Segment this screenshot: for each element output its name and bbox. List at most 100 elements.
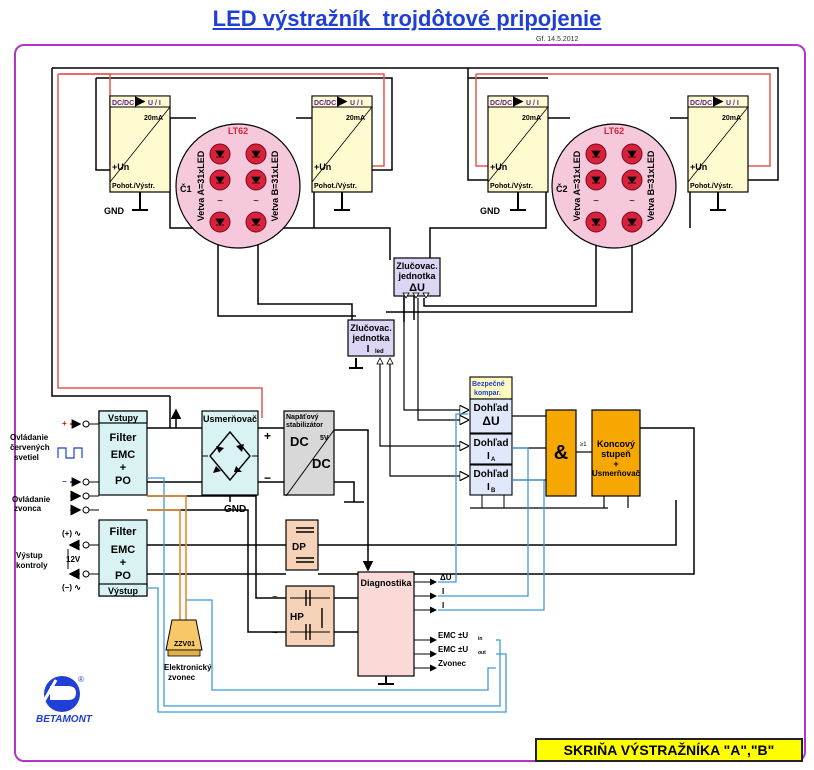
diag-emc1-sub: in [478,636,482,642]
dcdc-plus: +Un [490,162,507,172]
logo-text: BETAMONT [36,714,93,725]
lamp-branch-a: Vetva A=31xLED [196,150,206,221]
and-gate: & ≥1 [545,409,592,497]
lamp-id: Č2 [556,183,568,194]
led-gap: ~ [253,196,259,207]
lamp-id: Č1 [180,183,192,194]
input-terminals: + − [57,419,99,580]
page-title: LED výstražník trojdôtové pripojenie [212,6,602,31]
and-symbol: & [554,442,568,464]
input-block-plus: + [120,462,126,474]
merger-u-line2: jednotka [397,271,436,281]
label-12v: 12V [66,555,81,564]
diag-bell: Zvonec [438,659,467,668]
comp-ia-symbol: I [487,451,490,462]
final-stage-4: Usmerňovač [592,469,641,478]
dp-filter: DP [285,519,319,571]
comp-ib-sub: B [491,488,496,494]
bell-label-2: zvonec [168,673,196,682]
input-block-filter: Filter [110,432,138,444]
led-gap: ~ [217,196,223,207]
dcdc-out: U / I [526,100,539,107]
rectifier-plus: + [264,429,271,443]
supply-label-1: Napäťový [286,414,319,421]
label-out-ctrl-1: Výstup [16,551,43,560]
hp-label: HP [290,612,304,623]
led-gap: ~ [593,196,599,207]
input-block-po: PO [115,475,131,487]
label-ctrl-bell-1: Ovládanie [12,495,51,504]
comp-u-symbol: ΔU [482,414,499,428]
drawing-date: Gf. 14.5.2012 [536,36,579,43]
dcdc-header: DC/DC [690,100,712,107]
comp-ia-title: Dohľad [474,438,509,449]
cabinet-frame [14,44,806,762]
diag-emc1: EMC ±U [438,631,468,640]
gnd-label: GND [480,206,501,216]
dcdc-current: 20mA [722,115,741,122]
diag-emc2: EMC ±U [438,645,468,654]
supply-dc-out: DC [312,456,331,471]
output-block-emc: EMC [111,544,136,556]
supply-dc-in: DC [290,434,309,449]
dcdc-mode: Pohot./Výstr. [112,183,155,190]
gnd-label: GND [104,206,125,216]
dcdc-current: 20mA [346,115,365,122]
red-plus: + [62,419,67,428]
left-labels: Ovládanie červených svetiel Ovládanie zv… [10,433,81,592]
dcdc-current: 20mA [522,115,541,122]
comp-ib-symbol: I [487,482,490,493]
power-rails [51,378,695,633]
electronic-bell: ZZV01 Elektronický zvonec [164,619,212,682]
hp-tilde-2: ~ [272,628,278,639]
merger-u-line1: Zlučovac. [396,261,438,271]
logo-mark: ® [78,675,84,684]
voltage-stabilizer: Napäťový stabilizátor DC DC 5V [283,410,335,497]
input-block-header: Vstupy [108,413,138,423]
merger-i: Zlučovac. jednotka I led [347,319,395,369]
dcdc-plus: +Un [314,162,331,172]
dcdc-mode: Pohot./Výstr. [490,183,533,190]
diag-sig-u: ΔU [440,573,452,582]
label-ctrl-red-3: svetiel [14,453,39,462]
rectifier-label: Usmerňovač [203,414,257,424]
supply-5v: 5V [320,435,329,442]
merger-i-line1: Zlučovac. [350,323,392,333]
dcdc-header: DC/DC [314,100,336,107]
rectifier-minus: − [264,471,271,485]
bell-wiring [147,495,187,620]
bell-label-1: Elektronický [164,663,212,672]
comp-ia-sub: A [491,457,496,463]
comp-header-2: kompar. [474,390,501,397]
signal-wiring [147,413,545,713]
hp-tilde-1: ~ [272,592,278,603]
comp-header-1: Bezpečné [472,381,505,388]
diag-sig-ib: I [442,601,444,610]
comp-u-title: Dohľad [474,403,509,414]
lamp-branch-b: Vetva B=31xLED [646,150,656,221]
hp-filter: HP ~ ~ [272,585,335,647]
supply-label-2: stabilizátor [286,422,323,429]
merger-i-line2: jednotka [351,333,390,343]
final-stage: Koncový stupeň + Usmerňovač [591,409,641,508]
cabinet-label: SKRIŇA VÝSTRAŽNÍKA "A","B" [535,738,803,762]
merger-i-symbol: I [367,344,370,355]
ge-symbol: ≥1 [580,442,587,448]
dcdc-mode: Pohot./Výstr. [314,183,357,190]
input-block-emc: EMC [111,449,136,461]
output-block-plus: + [120,557,126,569]
dcdc-out: U / I [148,100,161,107]
merger-u: Zlučovac. jednotka ΔU [393,257,441,299]
dcdc-out: U / I [350,100,363,107]
final-stage-1: Koncový [597,439,635,449]
diag-emc2-sub: out [478,650,486,656]
comparator-feed-wiring [379,298,468,476]
final-stage-3: + [613,459,618,469]
